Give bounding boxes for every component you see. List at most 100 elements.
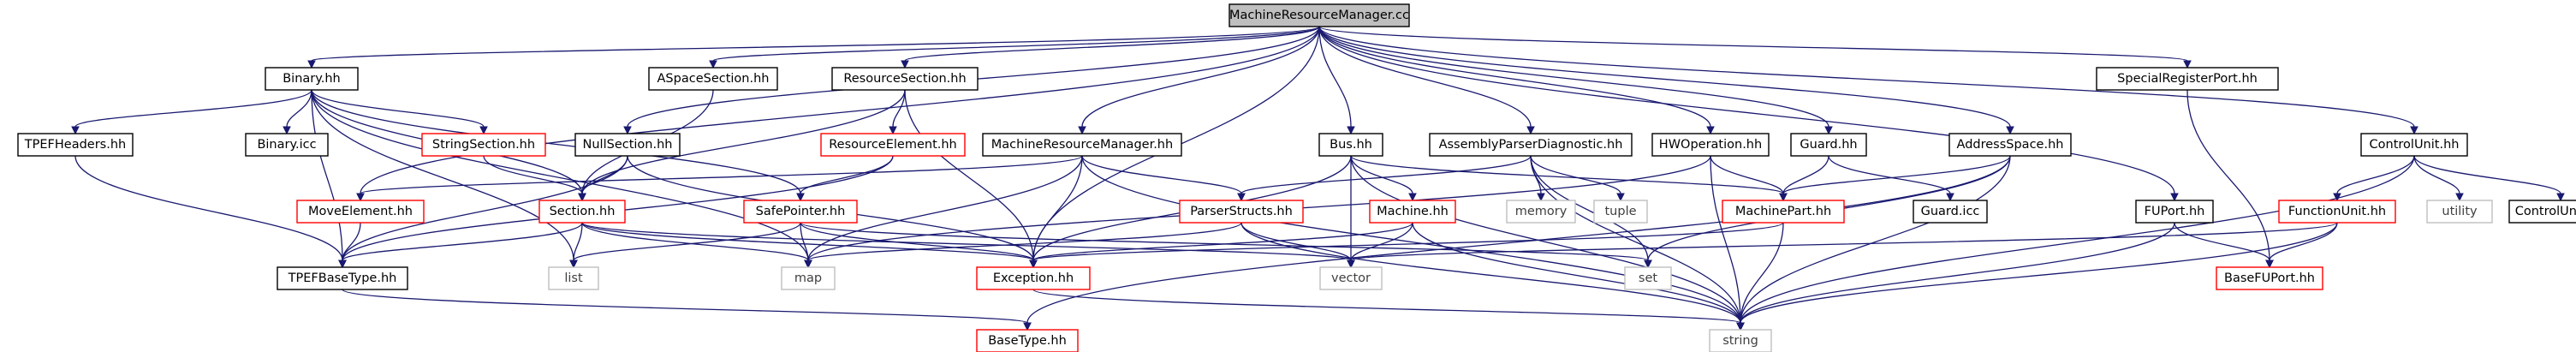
node-label: FUPort.hh <box>2145 205 2205 218</box>
node-box <box>2360 133 2468 157</box>
edge-binary_hh-to-stringsection_hh <box>311 89 488 135</box>
node-set[interactable]: set <box>1624 266 1672 290</box>
node-box <box>1319 266 1383 290</box>
node-label: Binary.icc <box>257 138 316 152</box>
node-nullsection_hh[interactable]: NullSection.hh <box>574 133 681 157</box>
node-label: BaseType.hh <box>988 334 1067 348</box>
node-box <box>296 200 425 224</box>
edge-root-to-resourcesection_hh <box>901 26 1320 69</box>
node-box <box>2096 67 2279 91</box>
node-label: MachineResourceManager.hh <box>991 138 1173 152</box>
node-assemblyparserdiagnostic_hh[interactable]: AssemblyParserDiagnostic.hh <box>1429 133 1633 157</box>
node-functionunit_hh[interactable]: FunctionUnit.hh <box>2278 200 2396 224</box>
node-box <box>2426 200 2493 224</box>
node-label: ControlUnit.hh <box>2370 138 2460 152</box>
node-label: ASpaceSection.hh <box>657 72 770 86</box>
node-memory[interactable]: memory <box>1506 200 1576 224</box>
node-basetype_hh[interactable]: BaseType.hh <box>976 329 1079 352</box>
node-box <box>17 133 134 157</box>
edge-assemblyparserdiagnostic_hh-to-tuple <box>1530 155 1625 202</box>
edge-assemblyparserdiagnostic_hh-to-parserstructs_hh <box>1237 155 1532 202</box>
node-label: MachineResourceManager.cc <box>1229 9 1409 22</box>
node-controlunit_icc[interactable]: ControlUnit.icc <box>2508 200 2576 224</box>
node-controlunit_hh[interactable]: ControlUnit.hh <box>2360 133 2468 157</box>
node-resourcesection_hh[interactable]: ResourceSection.hh <box>831 67 979 91</box>
edge-safepointer_hh-to-list <box>569 222 801 269</box>
node-binary_hh[interactable]: Binary.hh <box>265 67 359 91</box>
node-list[interactable]: list <box>548 266 599 290</box>
edge-controlunit_hh-to-string <box>1736 155 2415 331</box>
node-machineresourcemanager_hh[interactable]: MachineResourceManager.hh <box>982 133 1182 157</box>
node-moveelement_hh[interactable]: MoveElement.hh <box>296 200 425 224</box>
node-guard_icc[interactable]: Guard.icc <box>1913 200 1988 224</box>
node-label: AddressSpace.hh <box>1957 138 2064 152</box>
node-stringsection_hh[interactable]: StringSection.hh <box>421 133 546 157</box>
node-bus_hh[interactable]: Bus.hh <box>1318 133 1383 157</box>
node-label: memory <box>1515 205 1568 218</box>
node-box <box>648 67 778 91</box>
node-aspacesection_hh[interactable]: ASpaceSection.hh <box>648 67 778 91</box>
node-box <box>1506 200 1576 224</box>
edge-machinepart_hh-to-exception_hh <box>1029 222 1784 269</box>
edge-section_hh-to-tpefbasetype_hh <box>338 222 583 269</box>
node-basefuport_hh[interactable]: BaseFUPort.hh <box>2216 266 2323 290</box>
node-box <box>548 266 599 290</box>
edge-tpefbasetype_hh-to-basetype_hh <box>342 289 1032 331</box>
edge-machineresourcemanager_hh-to-parserstructs_hh <box>1081 155 1246 202</box>
edge-root-to-aspacesection_hh <box>709 26 1320 69</box>
node-machine_hh[interactable]: Machine.hh <box>1369 200 1456 224</box>
node-box <box>1722 200 1845 224</box>
node-label: Binary.hh <box>283 72 341 86</box>
node-binary_icc[interactable]: Binary.icc <box>245 133 329 157</box>
node-box <box>1948 133 2072 157</box>
edge-bus_hh-to-string <box>1350 155 1745 331</box>
edge-resourcesection_hh-to-exception_hh <box>904 89 1038 269</box>
node-tpefheaders_hh[interactable]: TPEFHeaders.hh <box>17 133 134 157</box>
node-string[interactable]: string <box>1709 329 1772 352</box>
node-label: HWOperation.hh <box>1659 138 1762 152</box>
edge-root-to-fuport_hh <box>1318 26 2179 202</box>
node-section_hh[interactable]: Section.hh <box>538 200 626 224</box>
node-map[interactable]: map <box>781 266 836 290</box>
node-box <box>1651 133 1770 157</box>
node-parserstructs_hh[interactable]: ParserStructs.hh <box>1179 200 1304 224</box>
node-safepointer_hh[interactable]: SafePointer.hh <box>743 200 858 224</box>
node-box <box>265 67 359 91</box>
edge-functionunit_hh-to-basefuport_hh <box>2265 222 2338 269</box>
node-label: FunctionUnit.hh <box>2288 205 2386 218</box>
node-utility[interactable]: utility <box>2426 200 2493 224</box>
node-label: BaseFUPort.hh <box>2224 271 2315 285</box>
edge-stringsection_hh-to-section_hh <box>483 155 586 202</box>
edge-guard_hh-to-machinepart_hh <box>1779 155 1829 202</box>
node-label: vector <box>1331 271 1371 285</box>
node-tpefbasetype_hh[interactable]: TPEFBaseType.hh <box>277 266 408 290</box>
node-root[interactable]: MachineResourceManager.cc <box>1229 3 1410 27</box>
edge-root-to-machineresourcemanager_hh <box>1078 26 1320 135</box>
node-label: map <box>794 271 822 285</box>
edge-controlunit_hh-to-functionunit_hh <box>2333 155 2415 202</box>
node-label: MachinePart.hh <box>1735 205 1831 218</box>
node-exception_hh[interactable]: Exception.hh <box>976 266 1091 290</box>
node-box <box>743 200 858 224</box>
node-label: Guard.hh <box>1800 138 1857 152</box>
node-fuport_hh[interactable]: FUPort.hh <box>2135 200 2214 224</box>
node-hwoperation_hh[interactable]: HWOperation.hh <box>1651 133 1770 157</box>
node-box <box>277 266 408 290</box>
node-tuple[interactable]: tuple <box>1593 200 1648 224</box>
node-box <box>1229 3 1410 27</box>
node-machinepart_hh[interactable]: MachinePart.hh <box>1722 200 1845 224</box>
node-addressspace_hh[interactable]: AddressSpace.hh <box>1948 133 2072 157</box>
node-guard_hh[interactable]: Guard.hh <box>1790 133 1867 157</box>
edge-fuport_hh-to-string <box>1736 222 2175 331</box>
edge-addressspace_hh-to-machinepart_hh <box>1779 155 2011 202</box>
node-box <box>538 200 626 224</box>
edge-root-to-addressspace_hh <box>1318 26 2014 135</box>
node-label: SpecialRegisterPort.hh <box>2117 72 2258 86</box>
node-vector[interactable]: vector <box>1319 266 1383 290</box>
edge-functionunit_hh-to-vector <box>1347 222 2338 269</box>
node-specialregisterport_hh[interactable]: SpecialRegisterPort.hh <box>2096 67 2279 91</box>
edge-resourceelement_hh-to-safepointer_hh <box>796 155 894 202</box>
node-resourceelement_hh[interactable]: ResourceElement.hh <box>820 133 966 157</box>
edge-machineresourcemanager_hh-to-exception_hh <box>1029 155 1083 269</box>
node-label: StringSection.hh <box>432 138 535 152</box>
